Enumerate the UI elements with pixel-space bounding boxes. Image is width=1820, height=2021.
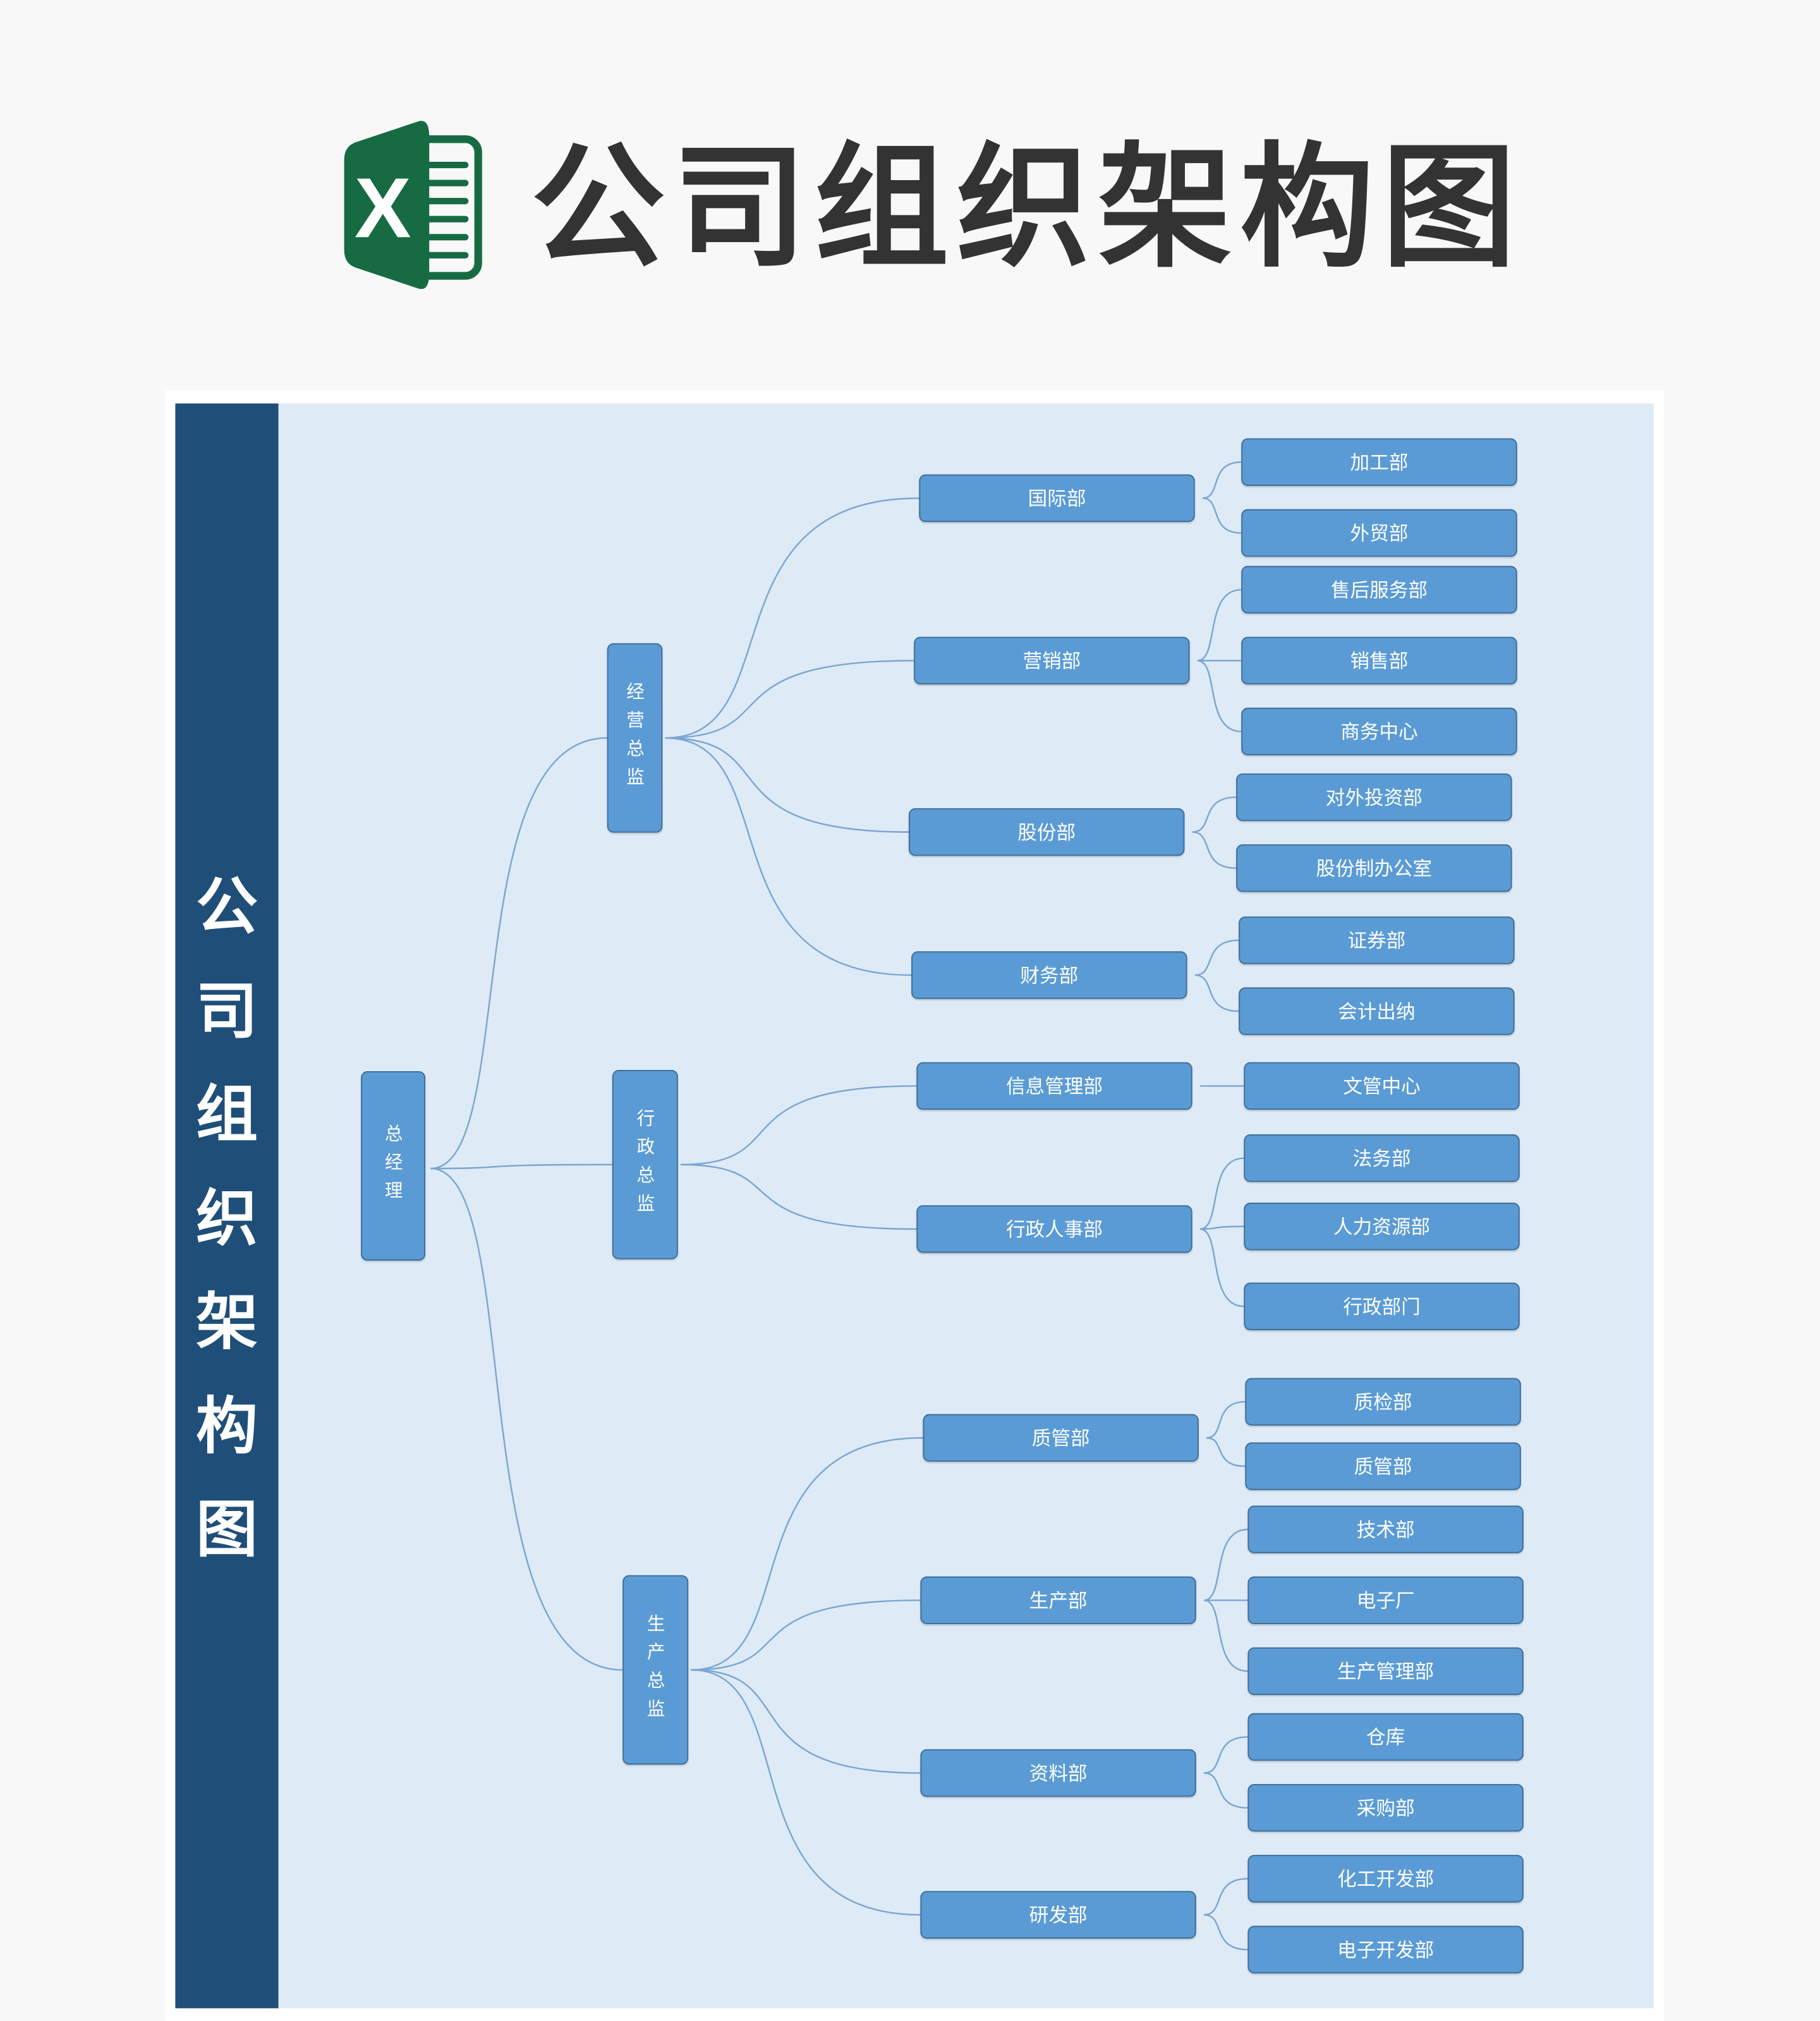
node-department[interactable]: 财务部 [911, 951, 1187, 999]
node-sub-department[interactable]: 外贸部 [1241, 509, 1517, 557]
excel-icon: X [344, 121, 482, 289]
node-label: 人力资源部 [1333, 1217, 1431, 1239]
node-general-manager[interactable]: 总经理 [361, 1071, 426, 1261]
sidebar: 公司组织架构图 [175, 403, 279, 2008]
node-label: 会计出纳 [1338, 1001, 1416, 1024]
sidebar-title-char: 织 [196, 1185, 258, 1254]
node-sub-department[interactable]: 生产管理部 [1247, 1647, 1524, 1696]
node-label: 生产总监 [645, 1613, 667, 1727]
node-director[interactable]: 生产总监 [622, 1575, 689, 1765]
node-label: 技术部 [1356, 1519, 1415, 1542]
node-label: 经营总监 [625, 681, 646, 795]
node-label: 生产部 [1029, 1590, 1088, 1613]
node-label: 质管部 [1354, 1456, 1412, 1479]
node-sub-department[interactable]: 股份制办公室 [1236, 844, 1512, 892]
node-sub-department[interactable]: 仓库 [1247, 1713, 1524, 1761]
node-director[interactable]: 行政总监 [612, 1069, 678, 1259]
node-label: 化工开发部 [1337, 1869, 1435, 1891]
node-label: 生产管理部 [1337, 1661, 1435, 1684]
sidebar-title-char: 公 [196, 873, 258, 943]
sidebar-title-char: 架 [196, 1289, 258, 1357]
node-label: 对外投资部 [1325, 787, 1423, 810]
node-label: 总经理 [383, 1123, 404, 1209]
node-sub-department[interactable]: 电子厂 [1247, 1576, 1524, 1625]
page-title: 公司组织架构图 [531, 134, 1524, 284]
node-director[interactable]: 经营总监 [607, 643, 663, 833]
node-department[interactable]: 资料部 [920, 1749, 1196, 1797]
node-label: 仓库 [1366, 1727, 1405, 1749]
node-label: 质管部 [1031, 1428, 1090, 1450]
node-label: 股份部 [1017, 822, 1076, 845]
node-department[interactable]: 股份部 [908, 808, 1185, 856]
node-sub-department[interactable]: 证券部 [1239, 916, 1515, 964]
node-label: 质检部 [1354, 1392, 1412, 1414]
node-sub-department[interactable]: 技术部 [1247, 1505, 1524, 1553]
node-sub-department[interactable]: 化工开发部 [1247, 1855, 1524, 1903]
node-sub-department[interactable]: 人力资源部 [1244, 1203, 1520, 1251]
node-department[interactable]: 生产部 [920, 1576, 1196, 1625]
node-label: 营销部 [1022, 651, 1081, 673]
node-sub-department[interactable]: 电子开发部 [1247, 1926, 1524, 1974]
node-label: 采购部 [1356, 1798, 1415, 1821]
node-label: 商务中心 [1340, 722, 1418, 744]
sidebar-title-char: 图 [196, 1496, 258, 1565]
node-label: 文管中心 [1343, 1076, 1421, 1098]
node-sub-department[interactable]: 会计出纳 [1239, 987, 1515, 1035]
node-label: 国际部 [1028, 489, 1086, 511]
node-label: 行政总监 [635, 1108, 657, 1222]
node-sub-department[interactable]: 售后服务部 [1241, 566, 1517, 614]
node-label: 售后服务部 [1330, 580, 1428, 602]
node-label: 股份制办公室 [1316, 858, 1433, 881]
node-label: 资料部 [1029, 1763, 1088, 1785]
node-label: 外贸部 [1350, 523, 1409, 545]
node-label: 销售部 [1350, 651, 1409, 673]
node-sub-department[interactable]: 采购部 [1247, 1783, 1524, 1832]
node-label: 研发部 [1029, 1905, 1088, 1927]
node-label: 证券部 [1347, 930, 1406, 953]
node-department[interactable]: 行政人事部 [916, 1205, 1192, 1253]
node-sub-department[interactable]: 法务部 [1244, 1134, 1520, 1182]
node-label: 财务部 [1020, 965, 1079, 988]
node-department[interactable]: 国际部 [919, 474, 1195, 523]
node-department[interactable]: 质管部 [923, 1414, 1199, 1462]
node-sub-department[interactable]: 对外投资部 [1236, 773, 1512, 822]
node-label: 电子厂 [1356, 1590, 1415, 1613]
node-sub-department[interactable]: 文管中心 [1244, 1062, 1520, 1110]
sidebar-title-char: 司 [196, 978, 258, 1047]
node-label: 信息管理部 [1005, 1076, 1103, 1098]
node-sub-department[interactable]: 销售部 [1241, 636, 1517, 685]
node-department[interactable]: 研发部 [920, 1891, 1196, 1939]
node-sub-department[interactable]: 加工部 [1241, 438, 1517, 486]
node-sub-department[interactable]: 质管部 [1245, 1442, 1521, 1490]
sidebar-title: 公司组织架构图 [175, 857, 278, 1583]
node-department[interactable]: 营销部 [914, 636, 1190, 685]
node-label: 加工部 [1350, 452, 1409, 475]
sidebar-title-char: 构 [196, 1392, 258, 1461]
node-label: 行政人事部 [1005, 1219, 1103, 1242]
node-label: 法务部 [1352, 1148, 1411, 1171]
excel-logo-letter: X [355, 160, 411, 255]
node-label: 行政部门 [1343, 1296, 1421, 1319]
node-sub-department[interactable]: 商务中心 [1241, 707, 1517, 756]
node-sub-department[interactable]: 行政部门 [1244, 1282, 1520, 1330]
node-department[interactable]: 信息管理部 [916, 1062, 1192, 1110]
node-label: 电子开发部 [1337, 1939, 1435, 1962]
node-sub-department[interactable]: 质检部 [1245, 1378, 1521, 1426]
sidebar-title-char: 组 [196, 1081, 258, 1150]
